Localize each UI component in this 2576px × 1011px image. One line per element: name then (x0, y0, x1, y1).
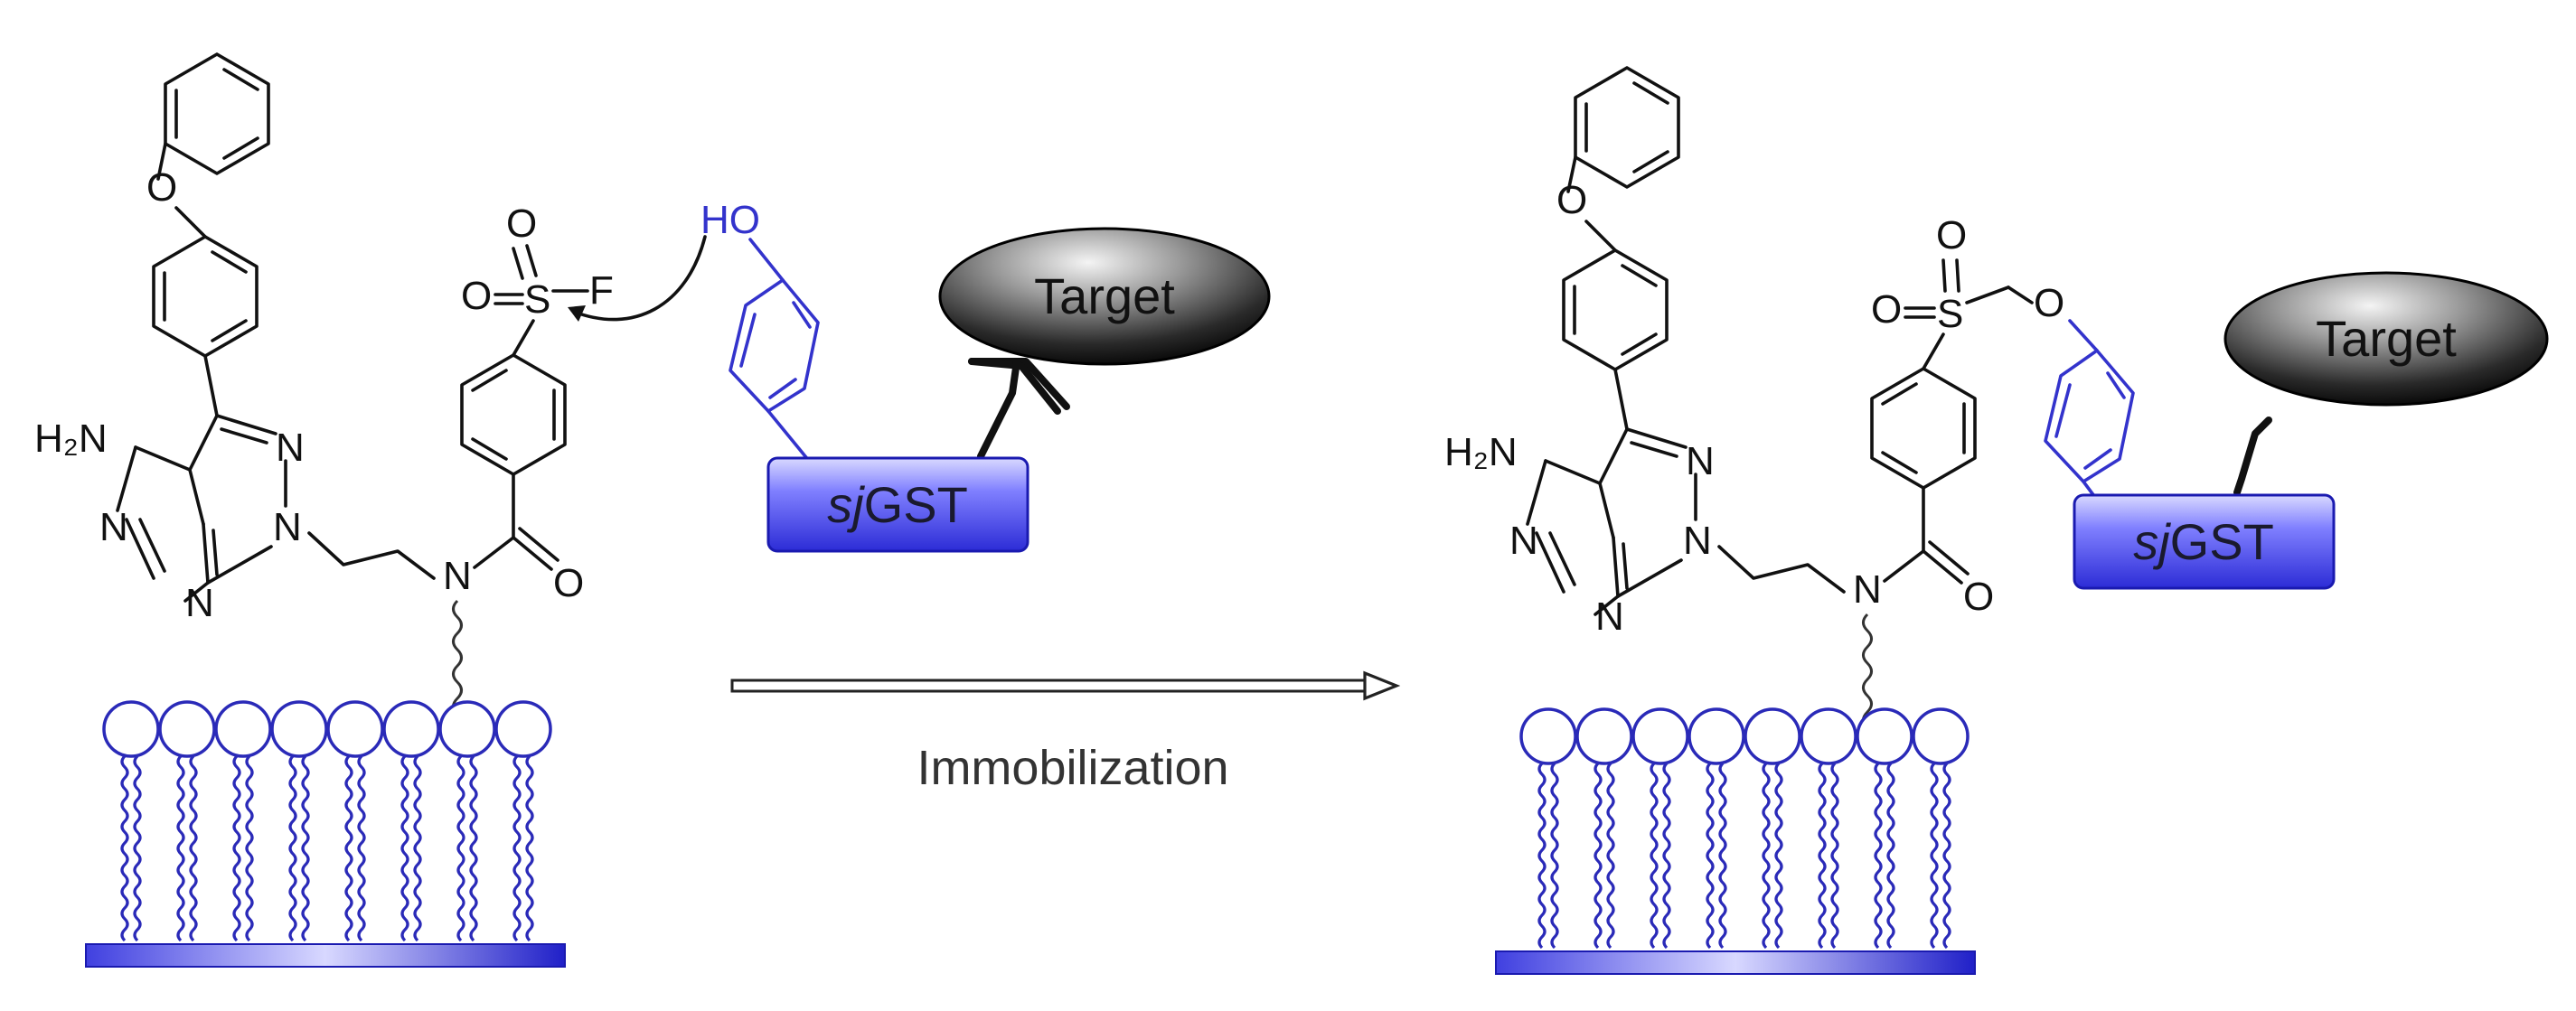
left-phenyl-ring-top (164, 52, 270, 175)
left-n-label-1: N (276, 426, 305, 470)
right-target-label: Target (2316, 310, 2457, 367)
left-n-label-4: N (185, 581, 214, 625)
left-target-label: Target (1034, 267, 1175, 324)
left-ether-oxygen: O (146, 165, 177, 210)
right-sulfonyl-o-left: O (1871, 287, 1902, 332)
left-lipid-monolayer (85, 700, 566, 968)
left-panel: O H₂N N N N N (34, 52, 1271, 968)
arrow-label: Immobilization (917, 741, 1228, 795)
right-sjgst-box: sjGST (2073, 493, 2336, 590)
right-sulfonyl-o-top: O (1936, 213, 1967, 257)
left-substrate-slab (85, 943, 566, 968)
right-n-label-4: N (1595, 594, 1624, 639)
right-panel: O H₂N N N N N N (1444, 66, 2549, 975)
right-tyrosine-ring (2044, 349, 2135, 483)
left-fluorine: F (589, 268, 614, 313)
left-hydroxyl: HO (700, 198, 760, 242)
right-ester-oxygen: O (2034, 281, 2064, 325)
left-attack-arrowhead (568, 305, 586, 322)
right-benzene-sulfonyl-ring (1870, 367, 1977, 490)
right-n-label-5: N (1853, 567, 1882, 612)
reaction-arrow: Immobilization (730, 670, 1401, 795)
left-amine-label: H₂N (34, 417, 108, 461)
right-n-label-2: N (1683, 519, 1712, 563)
right-phenyl-ring-middle (1562, 248, 1669, 371)
right-lipid-tails (1537, 762, 1951, 950)
right-carbonyl-oxygen: O (1963, 575, 1994, 619)
right-phenyl-ring-top (1574, 66, 1680, 189)
svg-text:sjGST: sjGST (827, 476, 968, 533)
left-n-label-5: N (443, 554, 472, 598)
right-lipid-monolayer (1495, 707, 1976, 975)
left-tyrosine-ring (729, 278, 820, 413)
left-carbonyl-oxygen: O (553, 561, 584, 605)
left-sjgst-prefix: sj (827, 476, 865, 533)
left-phenyl-ring-middle (152, 235, 259, 358)
left-n-label-2: N (273, 505, 302, 549)
right-sjgst-name: GST (2170, 513, 2274, 570)
left-sulfonyl-o-top: O (506, 201, 537, 246)
left-sulfonyl-o-left: O (461, 274, 492, 318)
left-sjgst-box: sjGST (766, 456, 1029, 553)
right-substrate-slab (1495, 950, 1976, 975)
left-sulfur: S (524, 277, 550, 322)
right-n-label-1: N (1686, 439, 1715, 483)
right-sulfur: S (1937, 292, 1963, 336)
right-pyrazolopyrimidine-core (1526, 427, 1697, 616)
right-lipid-heads (1519, 707, 1970, 765)
svg-text:sjGST: sjGST (2133, 513, 2274, 570)
right-sjgst-prefix: sj (2133, 513, 2171, 570)
left-lipid-tails (120, 754, 534, 942)
right-n-label-3: N (1509, 519, 1538, 563)
right-ether-oxygen: O (1556, 178, 1587, 222)
left-lipid-heads (102, 700, 552, 758)
right-target-protein: Target (2223, 271, 2549, 407)
left-n-label-3: N (99, 505, 128, 549)
left-target-protein: Target (938, 227, 1271, 366)
left-pyrazolopyrimidine-core (116, 414, 287, 603)
left-sjgst-name: GST (864, 476, 968, 533)
left-benzene-sulfonyl-ring (460, 353, 567, 476)
right-amine-label: H₂N (1444, 430, 1518, 474)
